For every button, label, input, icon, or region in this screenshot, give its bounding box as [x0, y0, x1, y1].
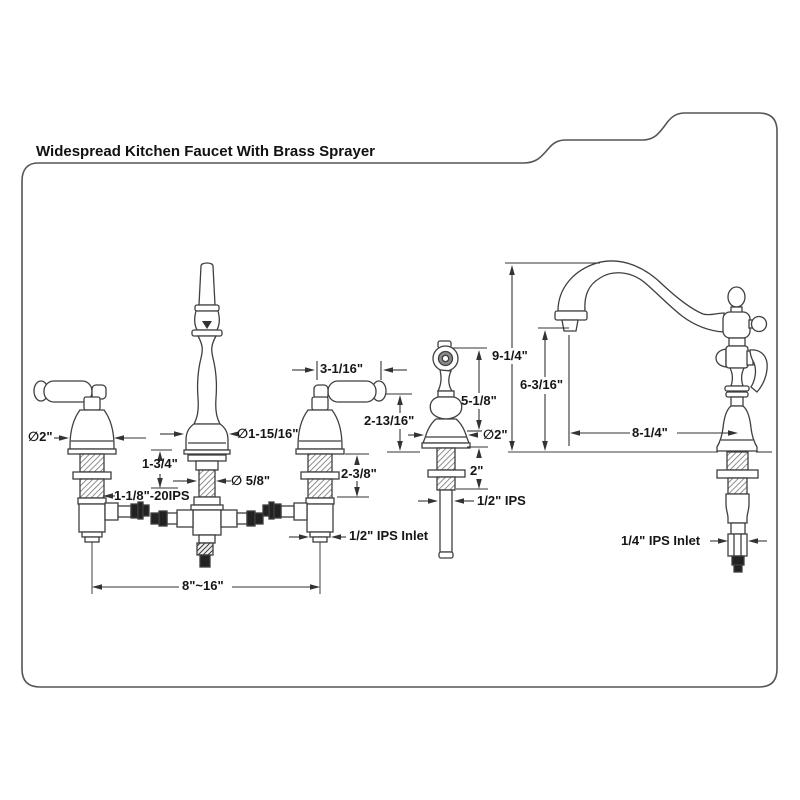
dim-right-handle-length: 3-1/16" — [320, 361, 364, 376]
dim-sprayer-diameter: ∅2" — [483, 427, 508, 442]
dim-sprayer-shank: 2" — [470, 463, 484, 478]
dim-left-handle-diameter: ∅2" — [28, 429, 53, 444]
dimension-lines — [54, 262, 767, 590]
diagram-title: Widespread Kitchen Faucet With Brass Spr… — [36, 143, 375, 160]
right-handle-drawing — [262, 380, 387, 594]
dim-faucet-reach: 8-1/4" — [632, 425, 668, 440]
left-handle-drawing — [33, 380, 150, 594]
dim-center-spout-base-height: 1-3/4" — [142, 456, 178, 471]
dim-faucet-inlet: 1/4" IPS Inlet — [621, 533, 701, 548]
dim-right-handle-inlet: 1/2" IPS Inlet — [349, 528, 429, 543]
center-spout-drawing — [150, 262, 264, 568]
dim-spread: 8"~16" — [182, 578, 224, 593]
dim-sprayer-height: 5-1/8" — [461, 393, 497, 408]
sprayer-drawing — [421, 340, 471, 559]
dim-center-spout-stem-diameter: ∅ 5/8" — [231, 473, 270, 488]
dim-faucet-height: 9-1/4" — [492, 348, 528, 363]
dim-right-handle-height: 2-13/16" — [364, 413, 415, 428]
dim-faucet-clearance: 6-3/16" — [520, 377, 564, 392]
dim-sprayer-connection: 1/2" IPS — [477, 493, 526, 508]
dim-left-handle-thread: 1-1/8"-20IPS — [114, 488, 190, 503]
folder-outline — [21, 112, 778, 688]
kitchen-faucet-drawing — [508, 260, 772, 573]
dim-right-handle-shank: 2-3/8" — [341, 466, 377, 481]
dim-center-spout-base-diameter: ∅1-15/16" — [237, 426, 299, 441]
